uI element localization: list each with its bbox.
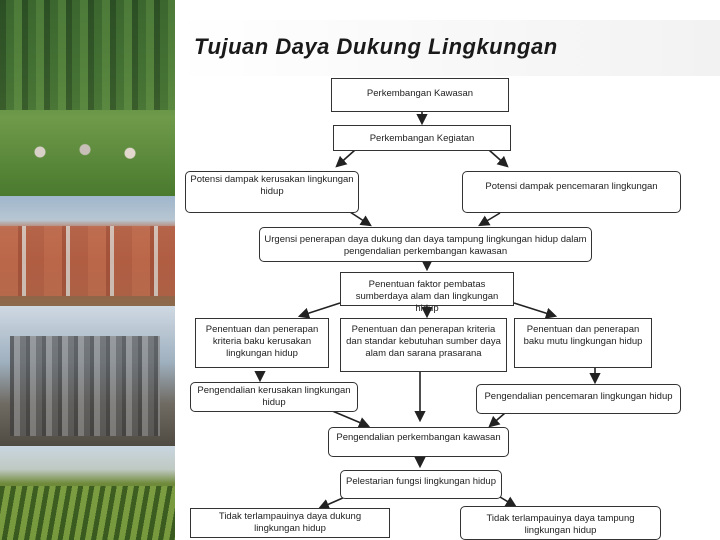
node-perkembangan-kegiatan: Perkembangan Kegiatan [333, 125, 511, 151]
node-pengendalian-perkembangan: Pengendalian perkembangan kawasan [328, 427, 509, 457]
node-potensi-kerusakan: Potensi dampak kerusakan lingkungan hidu… [185, 171, 359, 213]
node-pengendalian-kerusakan: Pengendalian kerusakan lingkungan hidup [190, 382, 358, 412]
node-penentuan-faktor: Penentuan faktor pembatas sumberdaya ala… [340, 272, 514, 306]
node-pengendalian-pencemaran: Pengendalian pencemaran lingkungan hidup [476, 384, 681, 414]
node-baku-mutu: Penentuan dan penerapan baku mutu lingku… [514, 318, 652, 368]
page-title: Tujuan Daya Dukung Lingkungan [194, 34, 558, 60]
node-kriteria-standar: Penentuan dan penerapan kriteria dan sta… [340, 318, 507, 372]
crop-field-photo [0, 446, 175, 540]
housing-photo [0, 196, 175, 306]
node-pelestarian: Pelestarian fungsi lingkungan hidup [340, 470, 502, 499]
node-tidak-terlampaui-dukung: Tidak terlampauinya daya dukung lingkung… [190, 508, 390, 538]
photo-collage [0, 0, 175, 540]
node-tidak-terlampaui-tampung: Tidak terlampauinya daya tampung lingkun… [460, 506, 661, 540]
tea-plantation-photo [0, 0, 175, 196]
factory-photo [0, 306, 175, 446]
node-potensi-pencemaran: Potensi dampak pencemaran lingkungan [462, 171, 681, 213]
node-kriteria-baku-kerusakan: Penentuan dan penerapan kriteria baku ke… [195, 318, 329, 368]
node-perkembangan-kawasan: Perkembangan Kawasan [331, 78, 509, 112]
node-urgensi: Urgensi penerapan daya dukung dan daya t… [259, 227, 592, 262]
